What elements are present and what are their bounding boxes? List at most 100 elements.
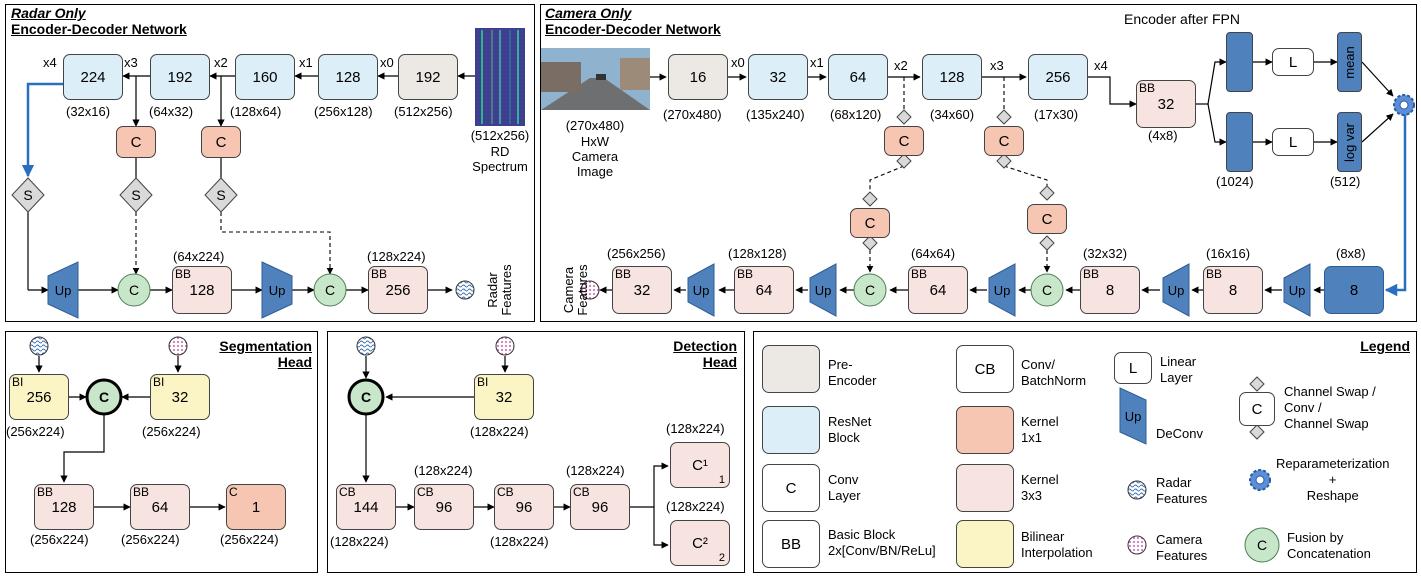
radar-scale-x1: x1 [299, 55, 313, 70]
radar-dim-2: (128x64) [230, 104, 282, 119]
legend-panel [753, 331, 1417, 573]
fpn-feature-bar-1 [1226, 32, 1253, 92]
radar-input-dim: (512x256) [470, 128, 530, 143]
legend-k3-swatch [956, 464, 1014, 512]
radar-enc-block-1: 128 [318, 54, 378, 100]
cam-dim-0: (270x480) [663, 107, 722, 122]
seg-dim-3: (256x224) [30, 532, 89, 547]
cam-dim-3: (34x60) [930, 107, 975, 122]
radar-dec-dim-1: (64x224) [173, 249, 225, 264]
cam-up-5: Up [693, 283, 710, 298]
seg-dim-1: (256x224) [6, 424, 65, 439]
legend-k3-label: Kernel 3x3 [1021, 472, 1059, 503]
cam-up-1: Up [1289, 283, 1306, 298]
cam-scale-x1: x1 [810, 55, 824, 70]
cam-enc-block-3: 128 [922, 54, 982, 100]
legend-radar-label: Radar Features [1156, 475, 1208, 506]
detection-panel [327, 331, 745, 573]
cam-pre-encoder: 16 [668, 54, 728, 100]
legend-title: Legend [1360, 338, 1410, 354]
det-cb-dim-0: (128x224) [330, 534, 389, 549]
radar-scale-x0: x0 [380, 55, 394, 70]
cam-enc-block-1: 32 [748, 54, 808, 100]
radar-dim-3: (64x32) [149, 104, 194, 119]
radar-output-label: Radar Features [485, 264, 514, 316]
cam-fusion-2: C [1042, 282, 1052, 298]
radar-swap-s1: S [23, 187, 32, 203]
camera-output-label: Camera Features [561, 264, 590, 316]
cam-up-4: Up [815, 283, 832, 298]
legend-cb-label: Conv/ BatchNorm [1021, 357, 1087, 388]
segmentation-panel [5, 331, 318, 573]
cam-dim-4: (17x30) [1034, 107, 1079, 122]
legend-k1-label: Kernel 1x1 [1021, 414, 1059, 445]
cam-dec-block-8: 8 [1324, 266, 1384, 314]
gear-icon [1249, 94, 1415, 491]
radar-enc-block-4: 224 [63, 54, 123, 100]
det-cb-dim-3: (128x224) [566, 463, 625, 478]
cam-scale-x3: x3 [990, 58, 1004, 73]
cam-conv1x1-a: C [884, 126, 924, 156]
cam-scale-x4: x4 [1094, 58, 1108, 73]
cam-conv1x1-c: C [850, 208, 890, 238]
radar-dim-0: (512x256) [394, 104, 453, 119]
fpn-dim-512: (512) [1330, 174, 1361, 189]
radar-dec-dim-2: (128x224) [367, 249, 426, 264]
cam-dec-dim-4: (128x128) [728, 246, 787, 261]
seg-dim-2: (256x224) [142, 424, 201, 439]
cam-conv1x1-d: C [1027, 204, 1067, 234]
legend-bb-label: Basic Block 2x[Conv/BN/ReLu] [828, 527, 936, 558]
det-c2-dim: (128x224) [666, 499, 725, 514]
radar-up-1: Up [55, 283, 72, 298]
det-fusion: C [361, 389, 371, 405]
fpn-logvar: log var [1337, 112, 1362, 172]
legend-conv-label: Conv Layer [828, 472, 861, 503]
det-cb-dim-1: (128x224) [414, 463, 473, 478]
cam-dec-dim-0: (8x8) [1336, 246, 1366, 261]
cam-enc-block-4: 256 [1028, 54, 1088, 100]
cam-dec-dim-3: (64x64) [911, 246, 956, 261]
camera-image [541, 48, 650, 110]
legend-deconv-label: DeConv [1156, 426, 1203, 441]
legend-k1-swatch [956, 406, 1014, 454]
cam-conv1x1-b: C [984, 126, 1024, 156]
legend-cam-label: Camera Features [1156, 532, 1208, 563]
cam-dec-dim-5: (256x256) [607, 246, 666, 261]
cam-up-2: Up [1168, 283, 1185, 298]
cam-scale-x0: x0 [731, 55, 745, 70]
legend-pre-label: Pre- Encoder [828, 357, 877, 388]
radar-conv1x1-a: C [116, 126, 156, 158]
radar-scale-x2: x2 [214, 55, 228, 70]
det-c1-dim: (128x224) [666, 421, 725, 436]
radar-swap-s3: S [216, 187, 225, 203]
rd-spectrum-image [475, 28, 525, 126]
fpn-title: Encoder after FPN [1124, 11, 1240, 27]
legend-up-tag: Up [1125, 409, 1142, 424]
cam-scale-x2: x2 [894, 58, 908, 73]
legend-res-label: ResNet Block [828, 414, 872, 445]
camera-subtitle: Encoder-Decoder Network [545, 21, 721, 37]
fpn-dim-1024: (1024) [1216, 174, 1254, 189]
radar-input-name: RD Spectrum [472, 144, 528, 174]
radar-subtitle: Encoder-Decoder Network [11, 21, 187, 37]
det-cb-dim-2: (128x224) [490, 534, 549, 549]
camera-title: Camera Only [545, 5, 632, 21]
legend-l-swatch: L [1114, 352, 1152, 384]
radar-enc-block-2: 160 [235, 54, 295, 100]
